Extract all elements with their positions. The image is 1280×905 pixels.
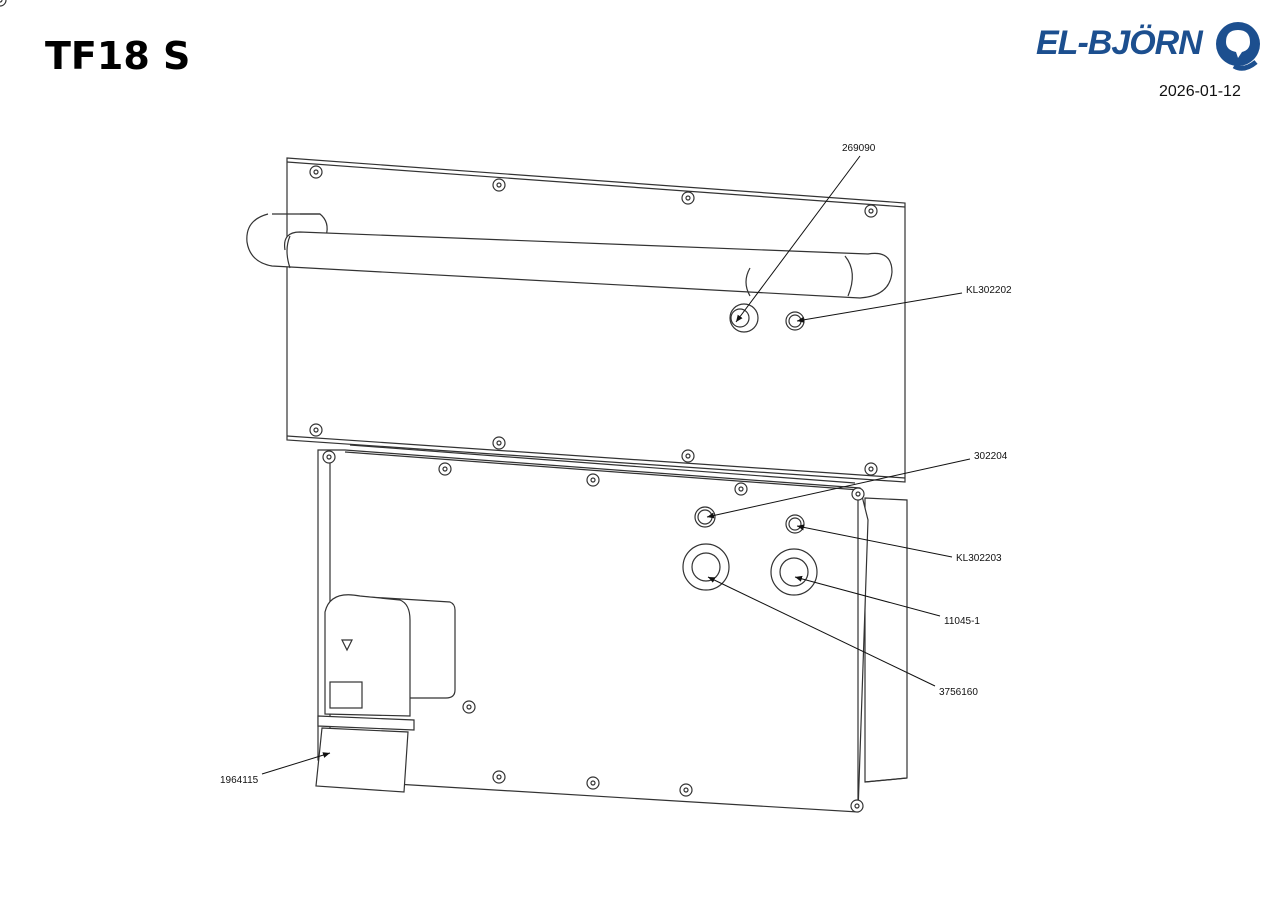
page-title: TF18 S xyxy=(45,34,191,78)
inlet-plug xyxy=(315,594,456,793)
document-date: 2026-01-12 xyxy=(1159,83,1241,100)
part-label-kl302202: KL302202 xyxy=(966,285,1012,296)
indicator-lamp-302204 xyxy=(694,506,716,528)
part-label-3756160: 3756160 xyxy=(939,687,978,698)
bear-logo-icon xyxy=(1216,22,1260,71)
handle xyxy=(246,213,893,299)
part-label-1964115: 1964115 xyxy=(220,775,259,786)
part-label-302204: 302204 xyxy=(974,451,1008,462)
indicator-lamp-kl302203 xyxy=(785,514,805,534)
gland-3756160 xyxy=(682,543,730,591)
part-label-11045-1: 11045-1 xyxy=(944,616,980,627)
leader-lines xyxy=(261,155,971,775)
screws xyxy=(0,0,878,813)
el-bjorn-logo: EL-BJÖRN xyxy=(1036,18,1266,78)
part-label-kl302203: KL302203 xyxy=(956,553,1002,564)
indicator-lamp-upper xyxy=(785,311,805,331)
key-switch xyxy=(729,303,759,333)
part-label-269090: 269090 xyxy=(842,143,876,154)
gland-11045-1 xyxy=(770,548,818,596)
upper-plate xyxy=(286,157,906,483)
lower-panel xyxy=(317,444,908,813)
logo-text: EL-BJÖRN xyxy=(1036,24,1203,62)
